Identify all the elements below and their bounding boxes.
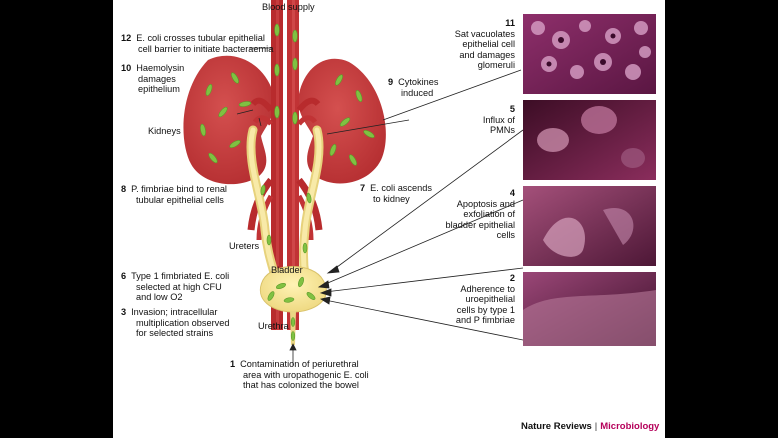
step-5-label: 5 Influx of PMNs <box>482 104 515 135</box>
urethra-label: Urethra <box>258 321 289 331</box>
bladder <box>259 266 327 313</box>
journal-subject: Microbiology <box>600 421 660 432</box>
kidneys-label: Kidneys <box>148 126 181 136</box>
step-2-label: 2 Adherence to uroepithelial cells by ty… <box>455 273 515 325</box>
blood-supply-label: Blood supply <box>262 2 315 12</box>
micrograph-11 <box>523 14 656 94</box>
journal-name: Nature Reviews <box>521 421 592 432</box>
micrograph-4 <box>523 186 656 266</box>
credit-separator: | <box>594 421 598 432</box>
bladder-label: Bladder <box>271 265 303 275</box>
step-11-label: 11 Sat vacuolates epithelial cell and da… <box>454 18 515 70</box>
micrograph-2 <box>523 272 656 346</box>
journal-credit: Nature Reviews|Microbiology <box>521 421 659 432</box>
anatomy-illustration <box>183 0 656 366</box>
step-4-label: 4 Apoptosis and exfoliation of bladder e… <box>445 188 515 240</box>
micrograph-5 <box>523 100 656 180</box>
figure-panel: Blood supply Kidneys Ureters Bladder Ure… <box>113 0 665 438</box>
ureters-label: Ureters <box>229 241 260 251</box>
